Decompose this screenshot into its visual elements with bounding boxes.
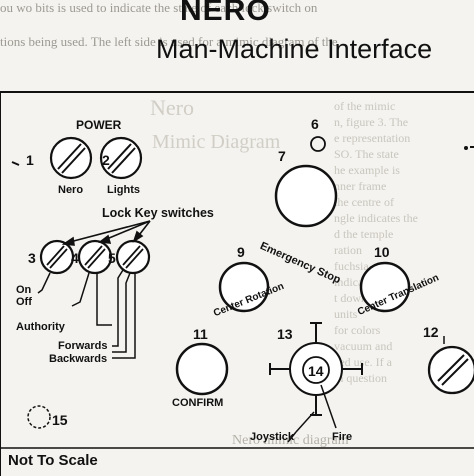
page-subtitle: Man-Machine Interface [156, 34, 433, 64]
center-rotation-knob [218, 261, 270, 313]
background-text-line: vacuum and [334, 339, 393, 353]
emergency-stop-button [274, 164, 338, 228]
number-1: 1 [26, 152, 34, 168]
number-13: 13 [277, 326, 293, 342]
lock-key-arrows [61, 220, 151, 246]
background-text-line: he example is [334, 163, 400, 177]
background-text-top: ou wo bits is used to indicate the state… [0, 0, 318, 15]
number-2: 2 [102, 152, 110, 168]
background-text-line: fuchsia [334, 259, 369, 273]
background-panel-title: Nero [150, 95, 194, 120]
power-label: POWER [76, 118, 122, 132]
number-12: 12 [423, 324, 439, 340]
number-10: 10 [374, 244, 390, 260]
background-text-line: e representation [334, 131, 411, 145]
background-text-line: ngle indicates the [334, 211, 418, 225]
background-text-line: ced use. If a [334, 355, 392, 369]
backwards-label: Backwards [49, 353, 108, 365]
background-text-line: t down [334, 291, 367, 305]
fire-button [302, 356, 330, 384]
not-to-scale-note: Not To Scale [8, 452, 98, 469]
authority-label: Authority [16, 321, 65, 333]
page-title: NERO [180, 0, 271, 27]
background-panel-subtitle: Mimic Diagram [152, 131, 281, 153]
joystick-fire-pointers [287, 384, 337, 443]
background-text-line: d the temple [334, 227, 394, 241]
fire-label: Fire [332, 431, 353, 443]
background-text-line: units [334, 307, 358, 321]
joystick-label: Joystick [250, 431, 295, 443]
key-switch-12 [427, 345, 474, 395]
background-text-line: in question [334, 371, 387, 385]
on-label: On [16, 284, 32, 296]
number-14: 14 [308, 363, 324, 379]
lights-power-switch [99, 136, 143, 180]
item-1-pointer [11, 161, 20, 166]
forwards-label: Forwards [58, 340, 108, 352]
background-text-line: for colors [334, 323, 381, 337]
background-caption: Nero mimic diagram [232, 433, 349, 448]
background-text-line: nner frame [334, 179, 387, 193]
number-9: 9 [237, 244, 245, 260]
number-6: 6 [311, 116, 319, 132]
confirm-label: CONFIRM [172, 397, 224, 409]
off-label: Off [16, 296, 32, 308]
background-text-line: SO. The state [334, 147, 399, 161]
number-4: 4 [71, 250, 79, 266]
background-text-column: of the mimic n, figure 3. The e representa… [334, 98, 474, 386]
lock-switch-4 [77, 239, 113, 275]
background-text-top-2: tions being used. The left side is used … [0, 34, 338, 49]
background-text-line: ration [334, 243, 362, 257]
indicator-lamp-6 [310, 136, 326, 152]
number-11: 11 [193, 326, 208, 342]
number-5: 5 [108, 250, 116, 266]
indicator-15 [27, 405, 51, 429]
nero-label: Nero [58, 184, 84, 196]
lock-key-switches-label: Lock Key switches [102, 206, 214, 220]
confirm-button [175, 342, 229, 396]
background-text-line: of the mimic [334, 99, 396, 113]
number-3: 3 [28, 250, 36, 266]
background-text-line: n, figure 3. The [334, 115, 409, 129]
number-7: 7 [278, 148, 286, 164]
lock-switch-leaders [37, 269, 136, 359]
background-text-line: the centre of [334, 195, 394, 209]
lock-switch-3 [39, 239, 75, 275]
number-15: 15 [52, 412, 68, 428]
center-translation-knob [359, 261, 411, 313]
lights-label: Lights [107, 184, 140, 196]
item-right-dot [464, 146, 468, 150]
nero-power-switch [49, 136, 93, 180]
lock-switch-5 [115, 239, 151, 275]
